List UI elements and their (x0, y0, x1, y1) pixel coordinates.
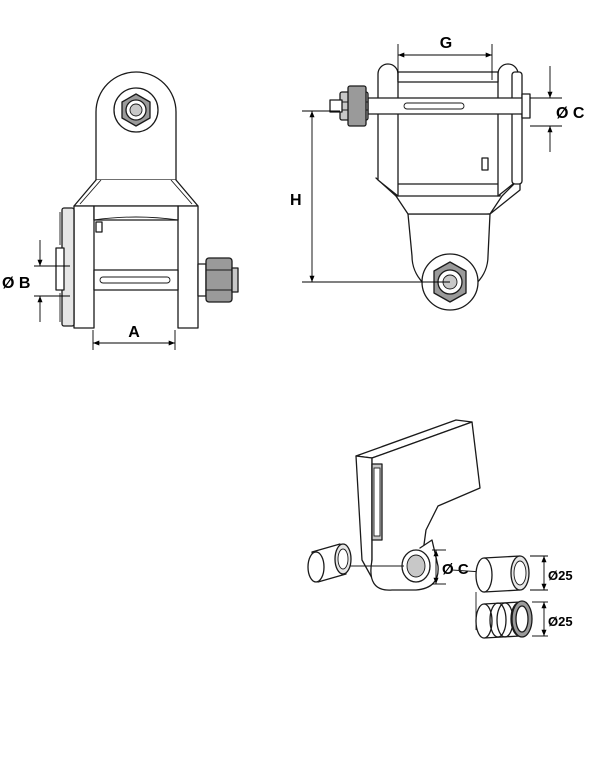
label-g: G (440, 35, 452, 52)
isometric-view: Ø C Ø25 Ø25 (307, 419, 573, 639)
front-view (55, 71, 239, 329)
label-c-iso: Ø C (442, 561, 469, 578)
label-d25-bottom: Ø25 (548, 614, 573, 629)
dimension-g: G (397, 35, 493, 80)
side-view (329, 63, 531, 311)
label-c-side: Ø C (556, 105, 585, 122)
label-a: A (128, 324, 140, 341)
label-d25-top: Ø25 (548, 568, 573, 583)
dimension-a: A (92, 324, 176, 350)
dimension-b: Ø B (2, 240, 70, 322)
label-h: H (290, 192, 302, 209)
dimension-c-side: Ø C (530, 66, 585, 152)
dimension-h: H (290, 110, 450, 283)
label-b: Ø B (2, 275, 30, 292)
